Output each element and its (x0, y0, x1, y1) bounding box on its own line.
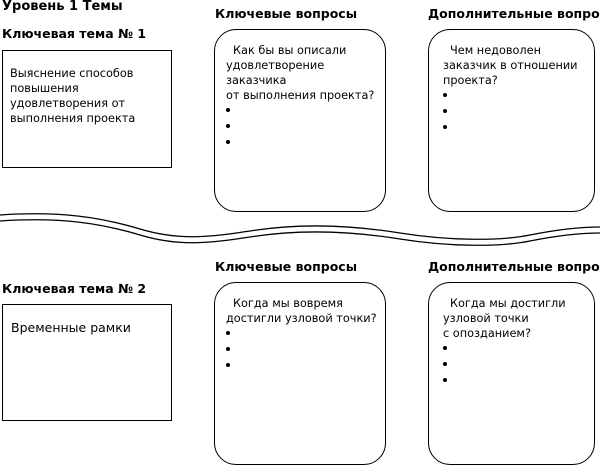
bullet-item (443, 88, 593, 104)
bullet-list (226, 103, 384, 151)
bullet-item (443, 120, 593, 136)
level-title: Уровень 1 Темы (2, 0, 123, 14)
bullet-list (226, 326, 384, 374)
topic-2-extra-questions: Когда мы достигли узловой точки с опозда… (443, 296, 593, 389)
topic-1-title: Ключевая тема № 1 (2, 26, 147, 41)
bullet-item (226, 103, 384, 119)
topic-2-extra-header: Дополнительные вопросы (428, 259, 600, 274)
question-line: Когда мы вовремя (233, 297, 343, 310)
question-line: узловой точки (443, 312, 529, 325)
wavy-separator (0, 213, 600, 246)
question-line: заказчик в отношении (443, 59, 578, 72)
topic-2-description-box: Временные рамки (2, 304, 172, 421)
topic-2-key-questions: Когда мы вовремя достигли узловой точки? (226, 296, 384, 374)
topic-2-key-questions-box: Когда мы вовремя достигли узловой точки? (214, 282, 386, 465)
question-line: заказчика (226, 74, 287, 87)
topic-1-extra-header: Дополнительные вопросы (428, 6, 600, 21)
question-line: Чем недоволен (450, 44, 541, 57)
question-line: Когда мы достигли (450, 297, 566, 310)
topic-2-description: Временные рамки (11, 320, 131, 335)
bullet-item (443, 373, 593, 389)
topic-2-title: Ключевая тема № 2 (2, 281, 147, 296)
bullet-item (226, 358, 384, 374)
bullet-list (443, 341, 593, 389)
bullet-item (226, 119, 384, 135)
topic-1-extra-questions: Чем недоволен заказчик в отношении проек… (443, 43, 593, 136)
question-line: достигли узловой точки? (226, 312, 377, 325)
topic-1-description: Выяснение способов повышения удовлетворе… (10, 67, 136, 125)
bullet-item (443, 357, 593, 373)
topic-1-description-box: Выяснение способов повышения удовлетворе… (2, 50, 172, 168)
bullet-item (443, 104, 593, 120)
topic-1-key-questions: Как бы вы описали удовлетворение заказчи… (226, 43, 384, 151)
bullet-item (226, 326, 384, 342)
question-line: удовлетворение (226, 59, 325, 72)
bullet-item (226, 342, 384, 358)
bullet-list (443, 88, 593, 136)
topic-1-extra-questions-box: Чем недоволен заказчик в отношении проек… (428, 29, 595, 212)
question-line: от выполнения проекта? (226, 89, 375, 102)
bullet-item (226, 135, 384, 151)
bullet-item (443, 341, 593, 357)
question-line: Как бы вы описали (233, 44, 347, 57)
topic-2-key-header: Ключевые вопросы (215, 259, 358, 274)
topic-1-key-header: Ключевые вопросы (215, 6, 358, 21)
question-line: с опозданием? (443, 327, 531, 340)
question-line: проекта? (443, 74, 498, 87)
topic-1-key-questions-box: Как бы вы описали удовлетворение заказчи… (214, 29, 386, 212)
topic-2-extra-questions-box: Когда мы достигли узловой точки с опозда… (428, 282, 595, 465)
